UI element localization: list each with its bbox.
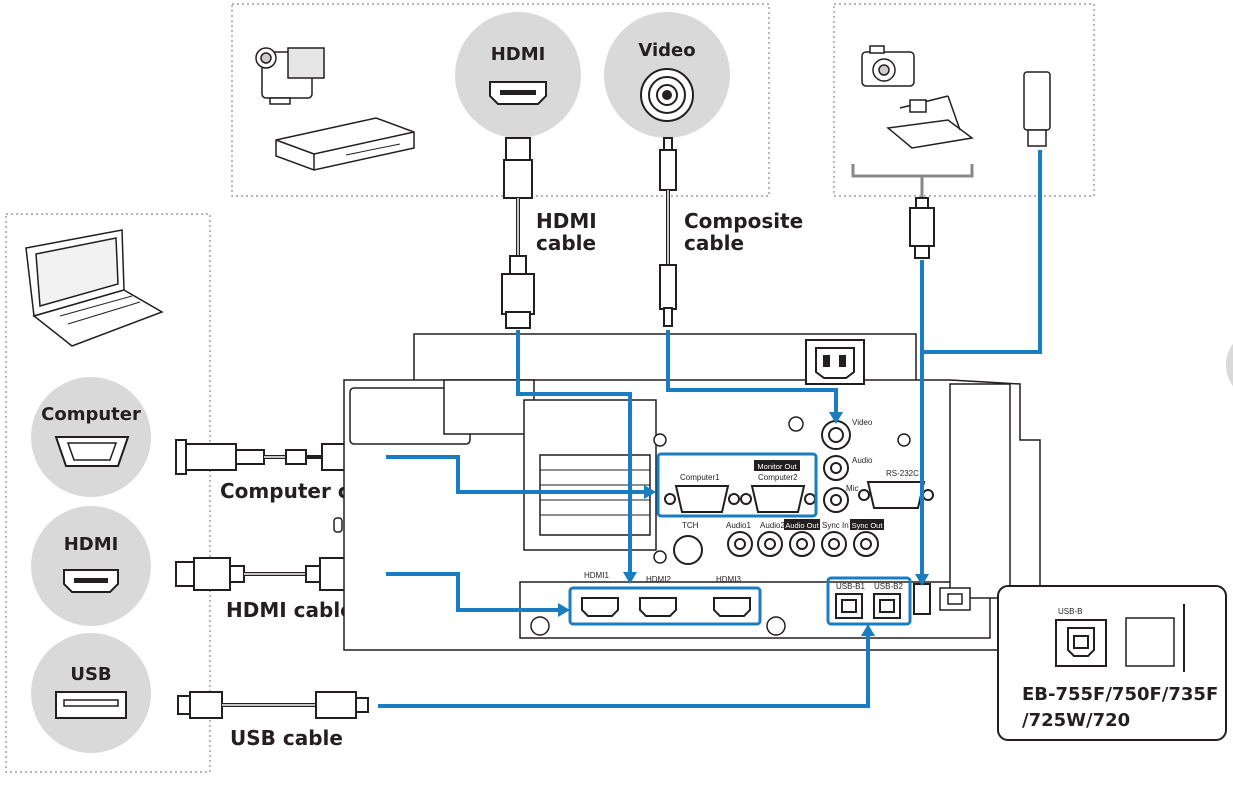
sync-in-jack bbox=[821, 531, 847, 557]
usb-flash-drive-icon bbox=[1023, 71, 1051, 147]
rs232c-port bbox=[858, 481, 934, 509]
digital-camera-icon bbox=[861, 45, 915, 87]
video-port-label: Video bbox=[852, 418, 873, 427]
usb-a-port-icon bbox=[55, 691, 127, 719]
mic-port-label: Mic bbox=[846, 484, 858, 493]
cable-routes bbox=[378, 150, 1042, 708]
mic-jack bbox=[823, 487, 849, 513]
lan-port bbox=[939, 587, 971, 611]
audio-port-label: Audio bbox=[852, 456, 873, 465]
hdmi-left-port-icon bbox=[63, 569, 119, 593]
hdmi-left-source-circle bbox=[31, 506, 151, 626]
audio1-port-label: Audio1 bbox=[726, 521, 751, 530]
usb-b1-port-label: USB-B1 bbox=[836, 582, 865, 591]
sync-out-label: Sync Out bbox=[852, 521, 884, 530]
usb-a-projector-port bbox=[913, 583, 931, 615]
hdmi3-port-label: HDMI3 bbox=[716, 575, 741, 584]
hdmi-cable-top-label-2: cable bbox=[536, 231, 596, 255]
audio2-port-label: Audio2 bbox=[760, 521, 785, 530]
hdmi-port-icon bbox=[489, 81, 547, 105]
audio-jack bbox=[823, 455, 849, 481]
usb-source-label: USB bbox=[70, 664, 111, 685]
tch-port-label: TCH bbox=[682, 521, 699, 530]
computer1-vga-port bbox=[664, 485, 740, 513]
hdmi-cable-top-label-1: HDMI bbox=[536, 209, 597, 233]
audio-out-label: Audio Out bbox=[785, 521, 819, 530]
hdmi1-port bbox=[581, 597, 619, 617]
model-name-line2: /725W/720 bbox=[1022, 710, 1130, 731]
laptop-icon bbox=[25, 229, 164, 347]
monitor-out-badge bbox=[754, 460, 800, 471]
sync-in-port-label: Sync In bbox=[822, 521, 849, 530]
route-arrowheads bbox=[558, 412, 929, 636]
rs232c-port-label: RS-232C bbox=[886, 469, 919, 478]
sync-out-jack bbox=[853, 531, 879, 557]
usb-devices-frame bbox=[833, 3, 1095, 197]
usb-cable-top bbox=[909, 197, 935, 259]
composite-cable-label-2: cable bbox=[684, 231, 744, 255]
tch-port bbox=[673, 535, 703, 565]
document-camera-icon bbox=[886, 95, 974, 149]
hdmi2-port-label: HDMI2 bbox=[646, 575, 671, 584]
audio1-jack bbox=[727, 531, 753, 557]
computer-source-label: Computer bbox=[41, 404, 141, 425]
top-devices-frame bbox=[231, 3, 770, 197]
inset-usb-b-label: USB-B bbox=[1058, 607, 1082, 616]
video-source-label: Video bbox=[638, 40, 695, 61]
usb-b2-port bbox=[873, 593, 901, 619]
hdmi-left-source-label: HDMI bbox=[64, 534, 119, 555]
hdmi-cable-top bbox=[501, 137, 535, 329]
usb-b1-port bbox=[835, 593, 863, 619]
camcorder-icon bbox=[255, 47, 325, 105]
video-jack bbox=[821, 420, 851, 450]
monitor-out-label: Monitor Out bbox=[757, 462, 797, 471]
hdmi3-port bbox=[713, 597, 751, 617]
computer2-vga-port bbox=[740, 485, 816, 513]
composite-cable-label-1: Composite bbox=[684, 209, 803, 233]
left-devices-frame bbox=[5, 213, 211, 773]
hdmi-source-circle bbox=[455, 12, 581, 138]
vga-port-icon bbox=[54, 436, 130, 467]
usb-b-port-icon bbox=[1055, 619, 1107, 667]
hdmi2-port bbox=[639, 597, 677, 617]
composite-cable bbox=[659, 137, 677, 327]
computer1-port-label: Computer1 bbox=[680, 473, 720, 482]
audio-out-jack bbox=[789, 531, 815, 557]
rca-port-icon bbox=[640, 68, 694, 122]
audio-out-badge bbox=[784, 519, 820, 530]
usb-cable-left-label: USB cable bbox=[230, 726, 343, 750]
sync-out-badge bbox=[850, 519, 884, 530]
edge-circle bbox=[1226, 343, 1233, 387]
highlight-boxes bbox=[568, 452, 912, 626]
hdmi-cable-left-label: HDMI cable bbox=[226, 598, 354, 622]
computer2-port-label: Computer2 bbox=[758, 473, 798, 482]
usb-cable-left bbox=[177, 691, 369, 719]
model-name-line1: EB-755F/750F/735F bbox=[1022, 684, 1218, 705]
inset-blank-port bbox=[1125, 617, 1175, 667]
usb-b2-port-label: USB-B2 bbox=[874, 582, 903, 591]
hdmi-source-label: HDMI bbox=[491, 44, 546, 65]
power-inlet-icon bbox=[805, 339, 865, 385]
usb-device-bracket bbox=[851, 164, 974, 178]
hdmi1-port-label: HDMI1 bbox=[584, 571, 609, 580]
audio2-jack bbox=[757, 531, 783, 557]
dvd-player-icon bbox=[275, 117, 415, 171]
